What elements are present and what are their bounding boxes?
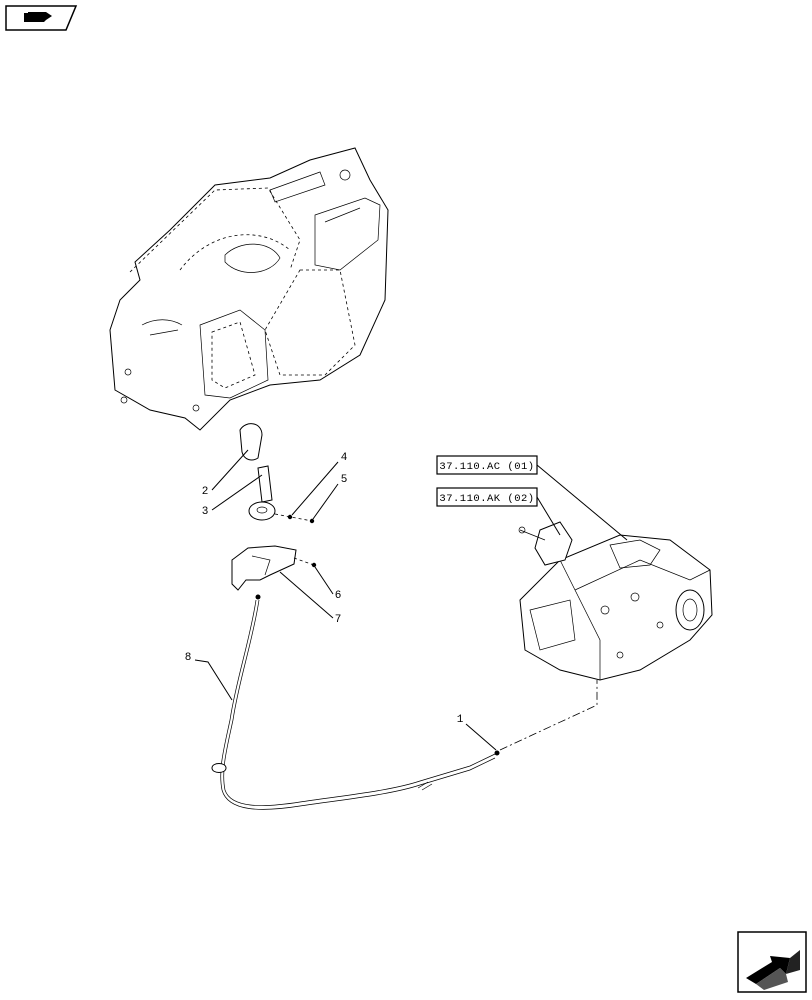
reference-label-a: 37.110.AC (01) <box>439 461 534 473</box>
callout-6: 6 <box>335 590 342 602</box>
bolt-part <box>311 562 317 568</box>
control-cable-part <box>211 594 500 810</box>
cab-console-assembly <box>109 147 389 431</box>
arrow-corner-icon <box>746 950 800 990</box>
callout-4: 4 <box>341 452 348 464</box>
callout-7: 7 <box>335 614 342 626</box>
prev-page-button[interactable] <box>5 5 78 31</box>
reference-label-b: 37.110.AK (02) <box>439 493 534 505</box>
callout-3: 3 <box>202 506 209 518</box>
reference-box-a[interactable]: 37.110.AC (01) <box>436 455 538 475</box>
screw-part <box>287 514 293 520</box>
reference-box-b[interactable]: 37.110.AK (02) <box>436 487 538 507</box>
hand-pointing-right-icon <box>24 12 52 22</box>
callout-8: 8 <box>185 652 192 664</box>
callout-1: 1 <box>457 714 464 726</box>
callout-2: 2 <box>202 486 209 498</box>
lever-part <box>248 465 276 521</box>
knob-part <box>239 423 263 461</box>
bracket-part <box>231 545 297 591</box>
callouts: 1 2 3 4 5 6 7 8 <box>185 449 497 751</box>
transmission-housing <box>518 521 713 681</box>
callout-5: 5 <box>341 474 348 486</box>
next-page-button[interactable] <box>737 931 807 993</box>
